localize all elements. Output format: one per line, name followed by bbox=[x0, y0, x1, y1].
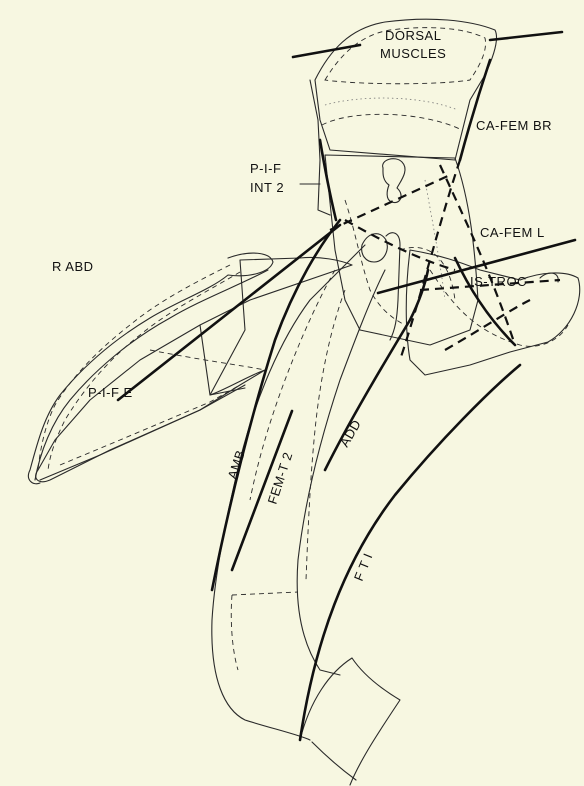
pleural-dot bbox=[425, 180, 445, 300]
label-ca-fem-l: CA-FEM L bbox=[480, 225, 545, 240]
label-is-troc: IS-TROC bbox=[470, 274, 527, 289]
label-add: ADD bbox=[337, 417, 364, 450]
label-muscles: MUSCLES bbox=[380, 46, 446, 61]
tergal-inner-dot bbox=[325, 98, 458, 110]
femur-inner bbox=[297, 270, 385, 675]
tibia-outline bbox=[300, 658, 400, 785]
trochanter-knob bbox=[362, 234, 388, 262]
label-int-2: INT 2 bbox=[250, 180, 284, 195]
coxa bbox=[406, 250, 579, 375]
abdomen-dash-2 bbox=[48, 272, 240, 470]
tibia-joint bbox=[312, 742, 356, 780]
dorsal-muscle-line-left bbox=[293, 45, 360, 57]
p-i-f-e-line bbox=[118, 225, 340, 400]
fti-line bbox=[300, 365, 520, 740]
label-p-i-f-e: P-I-F E bbox=[88, 385, 133, 400]
tergal-inner-dash bbox=[322, 114, 462, 130]
p-i-f-int2-line bbox=[320, 140, 336, 220]
label-ca-fem-br: CA-FEM BR bbox=[476, 118, 552, 133]
abdomen-lower-dash bbox=[60, 385, 240, 465]
femur-dash-4 bbox=[231, 595, 238, 670]
label-fti: F T I bbox=[351, 551, 376, 583]
dorsal-muscle-line-right bbox=[490, 32, 562, 40]
label-dorsal: DORSAL bbox=[385, 28, 441, 43]
label-amb: AMB bbox=[225, 448, 248, 481]
label-p-i-f: P-I-F bbox=[250, 161, 281, 176]
femur-dash-3 bbox=[232, 592, 298, 595]
label-r-abd: R ABD bbox=[52, 259, 94, 274]
muscle-dash-4 bbox=[440, 165, 515, 345]
ca-fem-br-line bbox=[460, 60, 490, 160]
femur-dash-1 bbox=[306, 290, 345, 580]
label-fem-t2: FEM-T 2 bbox=[265, 450, 296, 506]
